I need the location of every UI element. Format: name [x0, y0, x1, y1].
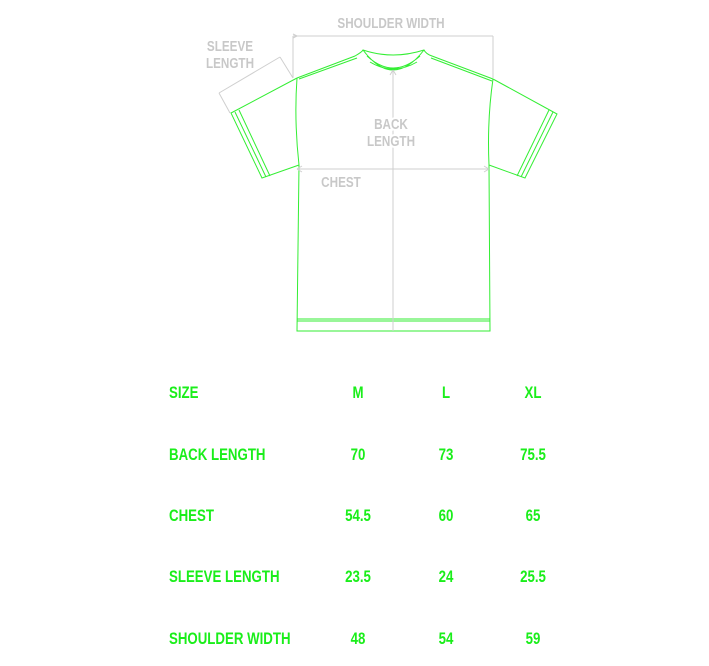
row-label: SHOULDER WIDTH — [169, 629, 291, 648]
dimension-lines — [218, 33, 494, 331]
row-value: 24 — [438, 567, 454, 586]
back-length-label-2: LENGTH — [367, 133, 415, 150]
row-label: BACK LENGTH — [169, 445, 266, 464]
row-value: 25.5 — [520, 567, 546, 586]
size-m: M — [352, 383, 364, 402]
row-label: CHEST — [169, 506, 214, 525]
row-value: 75.5 — [520, 445, 546, 464]
sleeve-length-label-1: SLEEVE — [207, 38, 253, 55]
size-xl: XL — [524, 383, 542, 402]
size-l: L — [441, 383, 451, 402]
shoulder-width-label: SHOULDER WIDTH — [337, 15, 444, 32]
row-value: 54.5 — [345, 506, 371, 525]
row-value: 65 — [525, 506, 541, 525]
size-header-label: SIZE — [169, 383, 199, 402]
row-label: SLEEVE LENGTH — [169, 567, 280, 586]
row-value: 60 — [438, 506, 454, 525]
tshirt-outline — [230, 49, 558, 332]
row-value: 70 — [350, 445, 366, 464]
chest-label: CHEST — [321, 174, 361, 191]
row-value: 73 — [438, 445, 454, 464]
row-value: 48 — [350, 629, 366, 648]
row-value: 59 — [525, 629, 541, 648]
sleeve-length-label-2: LENGTH — [206, 55, 254, 72]
row-value: 23.5 — [345, 567, 371, 586]
row-value: 54 — [438, 629, 454, 648]
back-length-label-1: BACK — [374, 116, 408, 133]
tshirt-diagram: SHOULDER WIDTH SLEEVE LENGTH BACK LENGTH… — [206, 15, 558, 332]
